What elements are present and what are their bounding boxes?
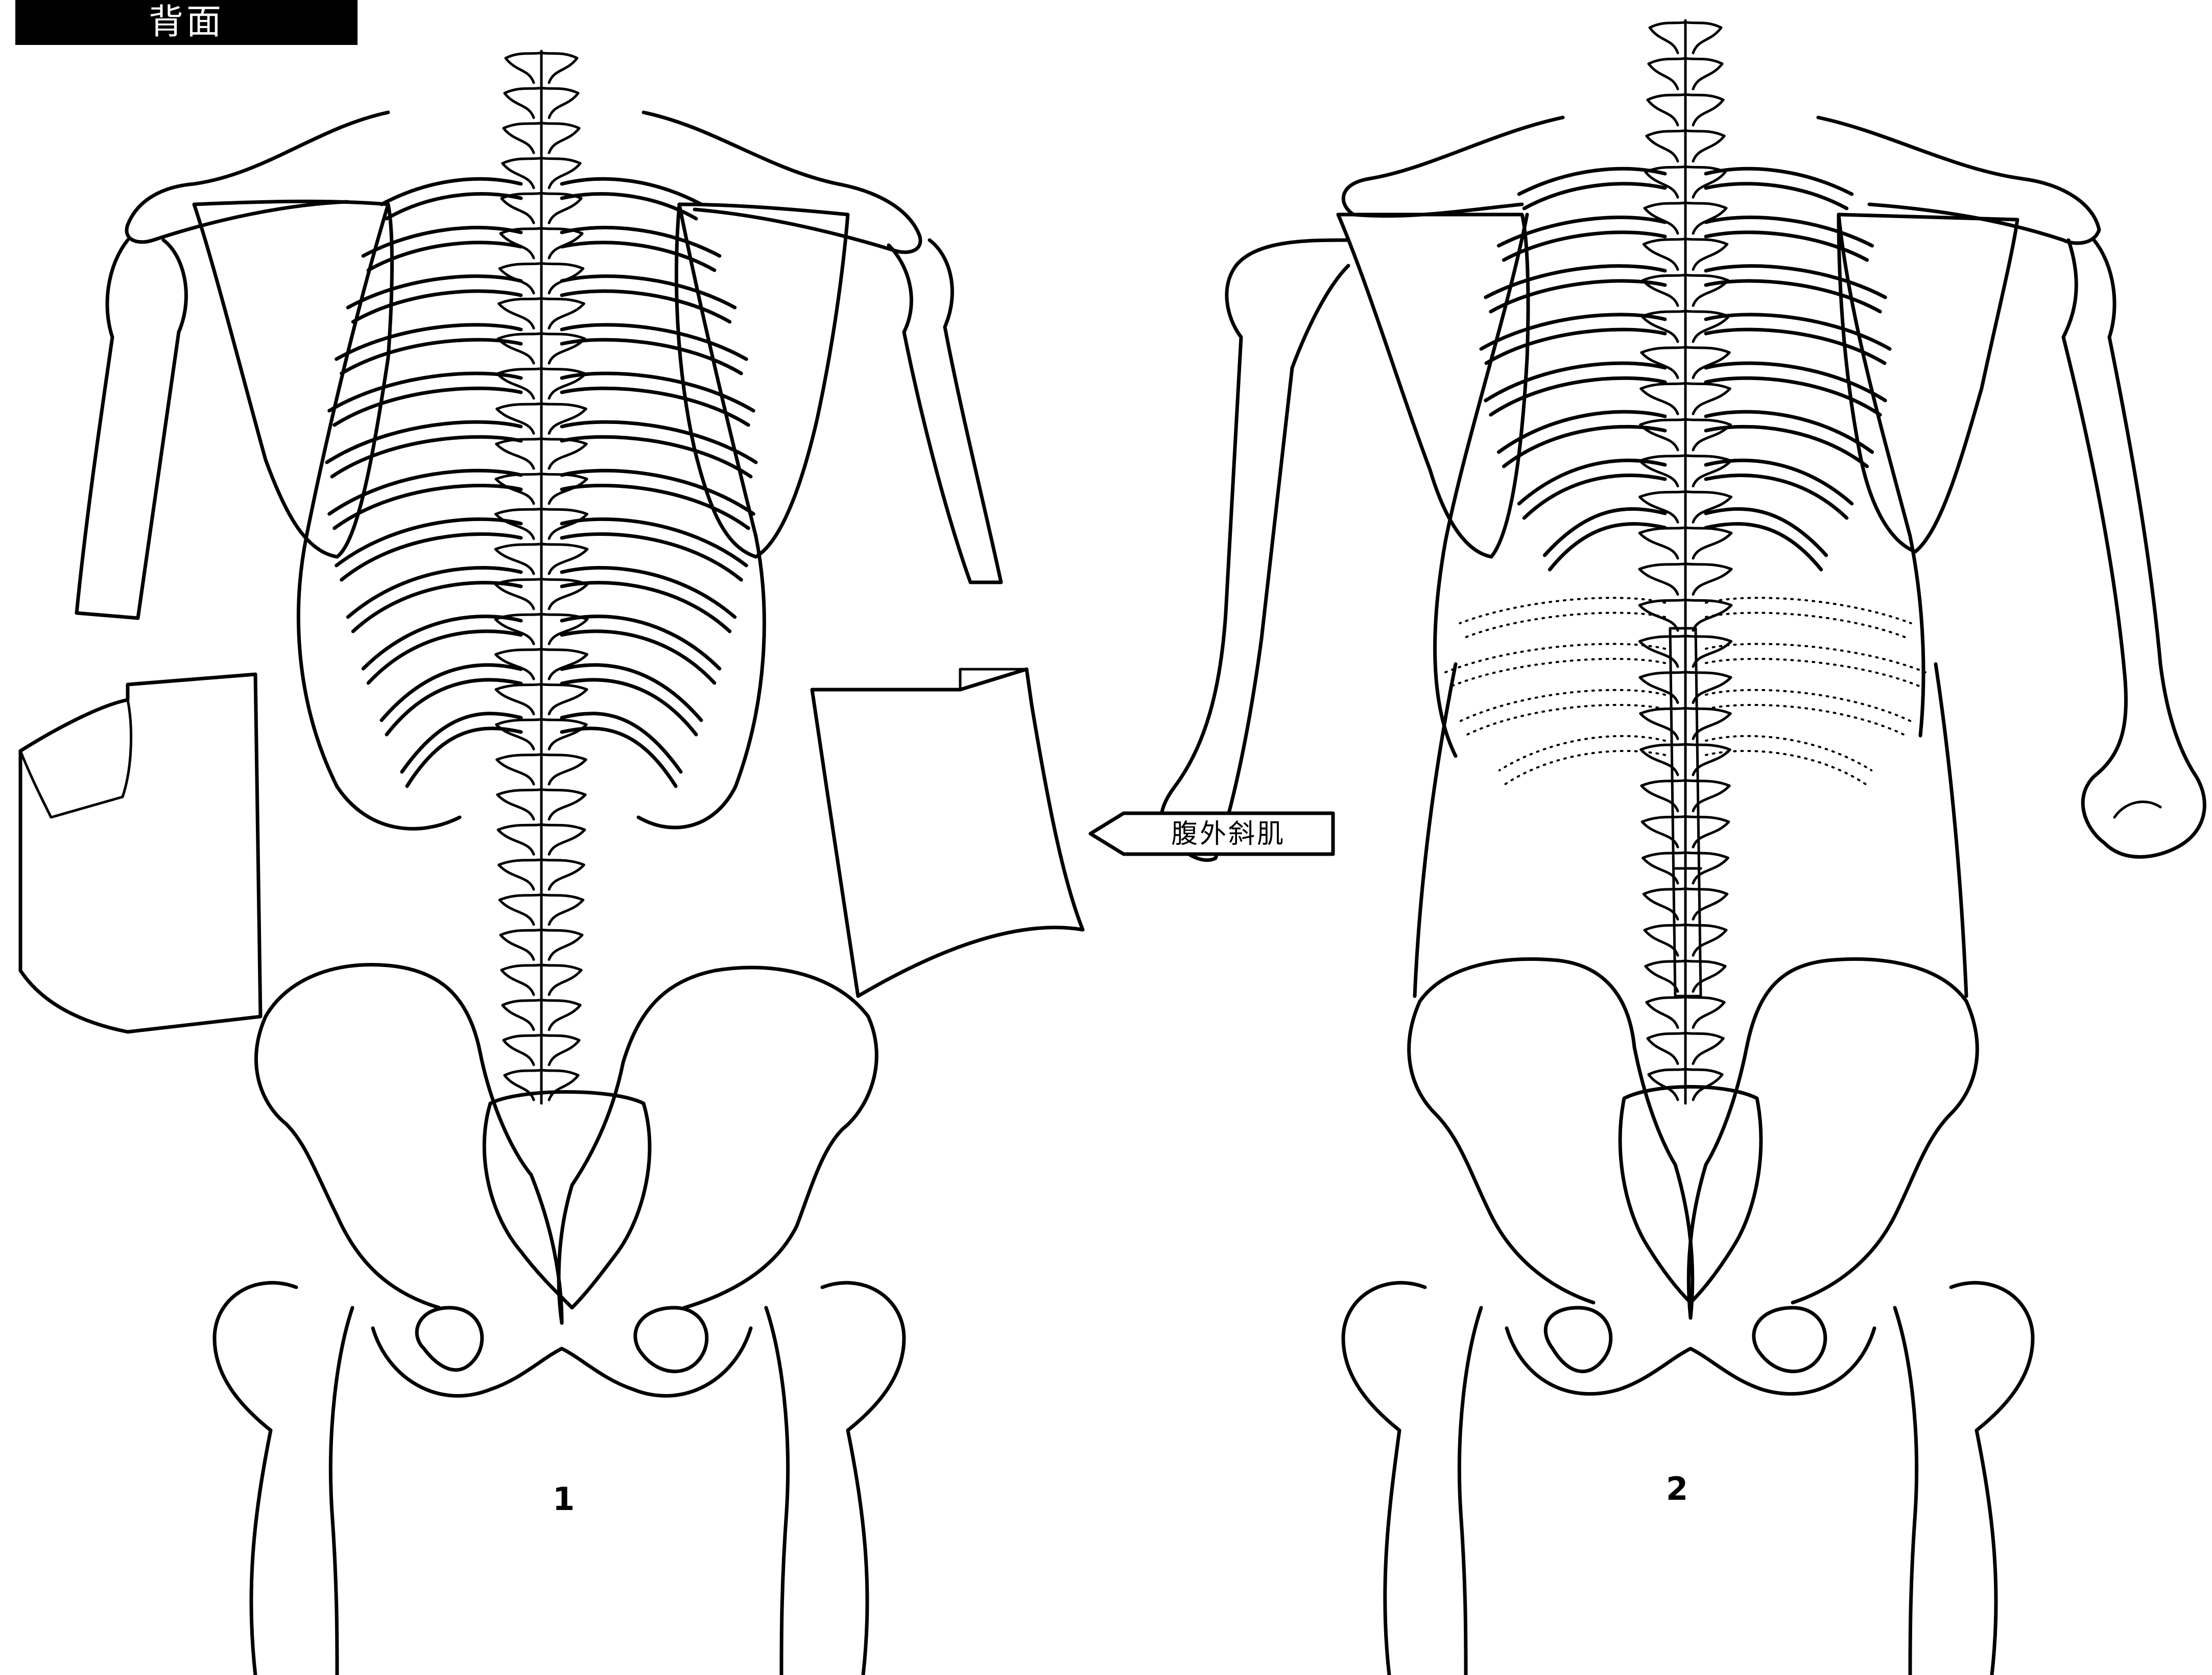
figure-1-rib-left (363, 617, 521, 669)
figure-2-rib-left (1544, 509, 1665, 555)
figure-2-dotted-rib-left (1445, 644, 1665, 672)
figure-2-dotted-rib-left-lower (1465, 613, 1665, 638)
figure-2-dotted-rib-right (1706, 598, 1911, 623)
figure-1-rib-left (382, 179, 521, 204)
figure-2-right-clavicle (1818, 117, 2099, 243)
figure-number-2: 2 (1666, 1470, 1688, 1507)
figure-2-obturator-left (1545, 1308, 1611, 1372)
figure-2-left-clavicle (1343, 117, 1563, 216)
figure-2-rib-left (1519, 460, 1665, 504)
figure-2-right-arm (2063, 240, 2204, 857)
figure-2-rib-left (1519, 169, 1665, 194)
figure-2-left-arm (1161, 240, 1348, 860)
figure-1-rib-right (562, 179, 701, 204)
figure-2-dotted-rib-right-lower (1706, 705, 1906, 736)
figure-2-rib-right-lower (1706, 184, 1847, 208)
figure-1-obturator-right (635, 1308, 707, 1372)
figure-2-rib-left-lower (1491, 281, 1665, 312)
figure-1-left-oblique-flap (20, 674, 260, 1032)
figure-1-right-oblique-flap (812, 669, 1083, 996)
figure-2-left-scapula (1338, 215, 1528, 557)
figure-1-left-clavicle (127, 112, 388, 242)
figure-2-dotted-rib-right-lower (1706, 659, 1920, 687)
figure-2-sacrum (1620, 1087, 1761, 1303)
figure-1-left-humerus (77, 240, 186, 618)
figure-2-dotted-rib-right (1706, 736, 1871, 770)
figure-2-dotted-rib-right (1706, 644, 1925, 672)
figure-2-rib-cage-outline (1435, 215, 1923, 756)
figure-2-left-femur (1343, 1283, 1481, 1675)
figure-2-dotted-rib-left-lower (1450, 659, 1665, 687)
figure-2-spine (1639, 20, 1731, 1103)
figure-2-rib-right (1706, 460, 1852, 504)
figure-2-dotted-rib-left-lower (1465, 705, 1665, 736)
figure-1-rib-left (337, 519, 521, 565)
view-tag: 背面 (15, 0, 358, 45)
figure-1-rib-left (348, 568, 521, 617)
figure-2-dotted-rib-left (1500, 736, 1665, 770)
figure-1-ischium (373, 1328, 751, 1396)
oblique-callout-label: 腹外斜肌 (1124, 815, 1333, 854)
figure-2-right-elbow (2114, 802, 2160, 817)
figure-1-pelvis (256, 964, 876, 1323)
figure-1-right-humerus (889, 240, 1001, 582)
figure-1-skeleton (20, 51, 1083, 1675)
figure-2-right-femur (1895, 1283, 2033, 1675)
figure-2-obturator-right (1754, 1308, 1825, 1372)
figure-2-pelvis (1409, 959, 1978, 1318)
figure-1-right-femur (766, 1283, 904, 1675)
figure-number-1: 1 (553, 1480, 575, 1518)
figure-2-rib-left-lower (1524, 184, 1665, 208)
figure-2-dotted-rib-left-lower (1505, 751, 1665, 785)
figure-2-rib-right (1706, 169, 1852, 194)
figure-2-dotted-rib-right-lower (1706, 751, 1866, 785)
figure-1-left-oblique-fold (20, 700, 131, 817)
figure-2-rib-right (1706, 509, 1826, 555)
figure-1-rib-right (562, 617, 720, 669)
figure-1-spine (495, 51, 587, 1103)
figure-1-obturator-left (417, 1308, 482, 1370)
figure-2-dotted-rib-left (1460, 598, 1665, 623)
figure-2-dotted-rib-right-lower (1706, 613, 1906, 638)
figure-1-rib-right (562, 519, 746, 565)
figure-2-torso-outline (1415, 664, 1966, 996)
figure-1-rib-left-lower (353, 291, 521, 322)
figure-1-rib-right (562, 568, 735, 617)
figure-2-right-scapula (1839, 215, 2017, 552)
figure-1-left-femur (215, 1283, 352, 1675)
